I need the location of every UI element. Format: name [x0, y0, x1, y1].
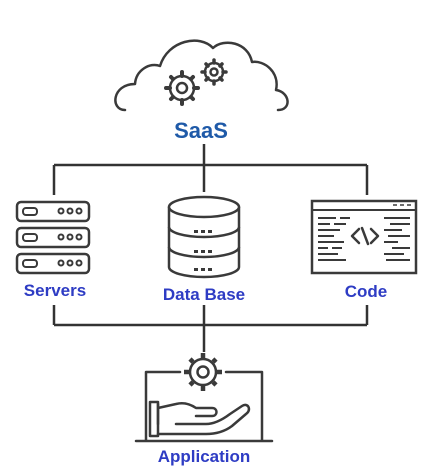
servers-label: Servers: [23, 281, 87, 300]
code-label: Code: [344, 282, 388, 301]
database-label: Data Base: [162, 285, 246, 304]
connector-lines: [52, 144, 369, 352]
saas-label: SaaS: [174, 118, 228, 143]
database-icon: [167, 195, 241, 279]
hand-gear-icon: [134, 353, 274, 443]
cloud-gears-icon: [114, 39, 289, 112]
code-window-icon: [310, 199, 418, 275]
server-rack-icon: [15, 200, 91, 275]
application-label: Application: [157, 447, 251, 466]
